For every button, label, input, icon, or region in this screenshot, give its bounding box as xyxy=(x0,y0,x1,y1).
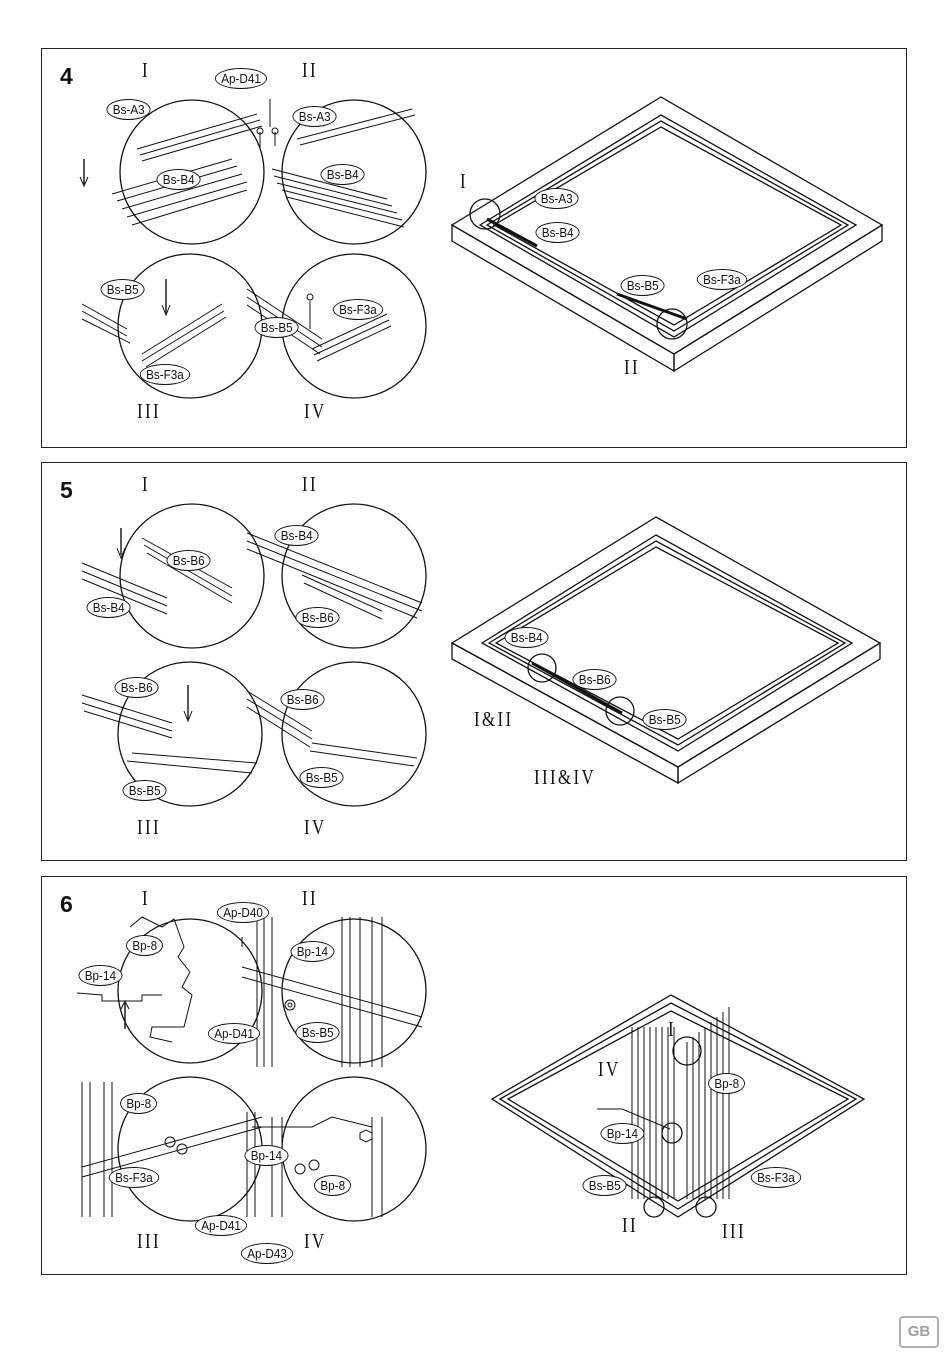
detail-circle-i xyxy=(117,918,263,1064)
roman-label: III xyxy=(137,1229,161,1253)
detail-circle-iv xyxy=(281,661,427,807)
step-number: 5 xyxy=(60,477,73,503)
part-tag: Bs-A3 xyxy=(106,99,151,120)
roman-label: II xyxy=(302,886,318,910)
detail-circle-iv xyxy=(281,1076,427,1222)
part-tag: Bs-F3a xyxy=(108,1167,160,1188)
step-number: 4 xyxy=(60,63,73,89)
part-tag: Bs-B6 xyxy=(114,677,159,698)
roman-label: II xyxy=(624,355,640,379)
part-tag: Ap-D41 xyxy=(207,1023,261,1044)
part-tag: Ap-D43 xyxy=(240,1243,294,1264)
part-tag: Bp-14 xyxy=(78,965,123,986)
step-6-illustration xyxy=(76,916,866,1222)
part-tag: Bp-8 xyxy=(708,1073,746,1094)
callout-ii xyxy=(643,1196,665,1218)
callout-iii-iv xyxy=(605,696,635,726)
part-tag: Bs-B5 xyxy=(299,767,344,788)
part-tag: Bs-B4 xyxy=(535,222,580,243)
step-4-panel: 4 xyxy=(41,48,907,448)
part-tag: Bs-F3a xyxy=(332,299,384,320)
part-tag: Ap-D40 xyxy=(216,902,270,923)
part-tag: Bs-B5 xyxy=(122,780,167,801)
part-tag: Bs-B5 xyxy=(100,279,145,300)
callout-i xyxy=(469,198,501,230)
language-badge: GB xyxy=(899,1316,939,1348)
part-tag: Bs-A3 xyxy=(292,106,337,127)
part-tag: Bs-F3a xyxy=(139,364,191,385)
callout-ii xyxy=(656,308,688,340)
part-tag: Bs-B5 xyxy=(254,317,299,338)
roman-label: IV xyxy=(598,1057,621,1081)
part-tag: Bs-F3a xyxy=(696,269,748,290)
roman-label: I xyxy=(142,472,150,496)
part-tag: Bs-B4 xyxy=(86,597,131,618)
callout-iii xyxy=(695,1196,717,1218)
part-tag: Ap-D41 xyxy=(194,1215,248,1236)
detail-circle-i xyxy=(119,503,265,649)
step-5-illustration xyxy=(81,503,882,807)
part-tag: Bp-8 xyxy=(314,1175,352,1196)
part-tag: Bs-B6 xyxy=(166,550,211,571)
part-tag: Ap-D41 xyxy=(214,68,268,89)
part-tag: Bs-B5 xyxy=(620,275,665,296)
part-tag: Bs-B4 xyxy=(504,627,549,648)
part-tag: Bs-B6 xyxy=(295,607,340,628)
part-tag: Bp-14 xyxy=(290,941,335,962)
roman-label: III xyxy=(137,399,161,423)
roman-label: III&IV xyxy=(534,765,596,789)
part-tag: Bs-B4 xyxy=(156,169,201,190)
callout-i-ii xyxy=(527,653,557,683)
step-number: 6 xyxy=(60,891,73,917)
part-tag: Bs-B6 xyxy=(572,669,617,690)
step-6-panel: 6 xyxy=(41,876,907,1275)
part-tag: Bs-B4 xyxy=(274,525,319,546)
part-tag: Bs-A3 xyxy=(534,188,579,209)
detail-circle-ii xyxy=(281,503,427,649)
roman-label: I xyxy=(460,169,468,193)
detail-circle-ii xyxy=(281,918,427,1064)
roman-label: IV xyxy=(304,399,327,423)
part-tag: Bp-8 xyxy=(120,1093,158,1114)
callout-i xyxy=(672,1036,702,1066)
roman-label: I xyxy=(142,58,150,82)
roman-label: I xyxy=(142,886,150,910)
roman-label: IV xyxy=(304,815,327,839)
roman-label: I&II xyxy=(474,707,514,731)
step-5-panel: 5 xyxy=(41,462,907,861)
part-tag: Bp-14 xyxy=(600,1123,645,1144)
part-tag: Bs-B5 xyxy=(295,1022,340,1043)
part-tag: Bp-8 xyxy=(126,935,164,956)
detail-circle-iv xyxy=(281,253,427,399)
step-4-illustration xyxy=(79,96,884,399)
part-tag: Bp-14 xyxy=(244,1145,289,1166)
base-top-face xyxy=(490,994,866,1218)
roman-label: IV xyxy=(304,1229,327,1253)
part-tag: Bs-F3a xyxy=(750,1167,802,1188)
base-top-face xyxy=(450,96,884,355)
detail-circle-i xyxy=(119,99,265,245)
part-tag: Bs-B5 xyxy=(642,709,687,730)
roman-label: II xyxy=(302,472,318,496)
detail-circle-iii xyxy=(117,661,263,807)
part-tag: Bs-B4 xyxy=(320,164,365,185)
part-tag: Bs-B5 xyxy=(582,1175,627,1196)
roman-label: III xyxy=(722,1219,746,1243)
part-tag: Bs-B6 xyxy=(280,689,325,710)
roman-label: III xyxy=(137,815,161,839)
roman-label: I xyxy=(668,1017,676,1041)
callout-iv xyxy=(661,1122,683,1144)
roman-label: II xyxy=(302,58,318,82)
roman-label: II xyxy=(622,1213,638,1237)
